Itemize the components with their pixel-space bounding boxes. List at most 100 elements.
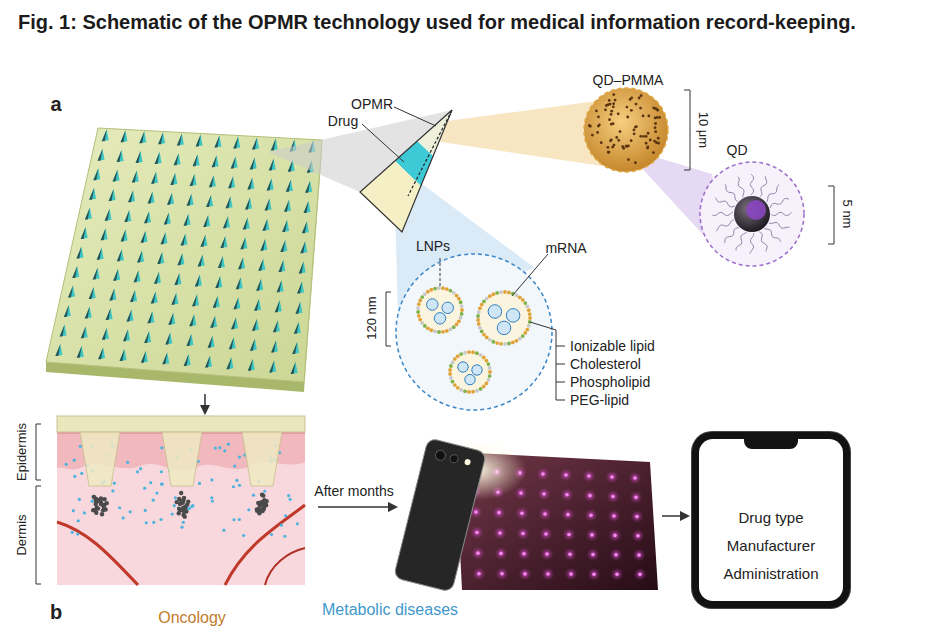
microneedle-shade xyxy=(236,277,241,289)
microneedle xyxy=(271,139,278,151)
microneedle-shade xyxy=(254,299,259,311)
microneedle-shade xyxy=(243,217,248,229)
microneedle xyxy=(254,299,261,311)
microneedle xyxy=(252,137,259,149)
microneedle-shade xyxy=(121,230,126,242)
lipid xyxy=(478,306,482,310)
microneedle-shade xyxy=(305,181,310,193)
leader-line xyxy=(440,258,441,286)
microneedle xyxy=(252,319,259,331)
drug-particle xyxy=(252,494,255,497)
microneedle xyxy=(128,190,135,202)
qd-deposits xyxy=(91,491,269,519)
microneedle xyxy=(273,320,280,332)
glow-halo xyxy=(587,511,595,519)
microneedle-shade xyxy=(240,237,245,249)
quantum-dot xyxy=(638,97,641,100)
glow-spot xyxy=(544,532,548,536)
microneedle-shade xyxy=(147,311,152,323)
glow-halo xyxy=(474,549,482,557)
glow-halo xyxy=(520,550,528,558)
glow-spot xyxy=(500,572,504,576)
lipid xyxy=(475,351,479,355)
quantum-dot xyxy=(619,130,622,133)
qd-deposit xyxy=(179,500,183,504)
qd-inset xyxy=(700,162,804,266)
microneedle-shade xyxy=(233,297,238,309)
microneedle xyxy=(269,159,276,171)
lipid xyxy=(499,290,503,294)
microneedle-shade xyxy=(93,168,98,180)
component-label: Phospholipid xyxy=(570,374,650,390)
glow-halo xyxy=(495,509,503,517)
lipid xyxy=(507,291,511,295)
microneedle-shade xyxy=(273,320,278,332)
microneedle-shade xyxy=(85,307,90,319)
drug-particle xyxy=(122,516,125,519)
glow-spot xyxy=(567,533,571,537)
drug-particle xyxy=(238,456,241,459)
lipid xyxy=(471,390,475,394)
layer-bracket xyxy=(36,486,41,584)
layer-label: Dermis xyxy=(15,514,30,555)
drug-particle xyxy=(77,519,80,522)
glow-spot xyxy=(613,534,617,538)
microneedle xyxy=(260,239,267,251)
needle-outline xyxy=(360,110,452,232)
ligand xyxy=(769,222,790,228)
panel-letter: a xyxy=(50,93,61,116)
leader-line xyxy=(512,254,548,296)
drug-particle xyxy=(161,483,164,486)
microneedle-shade xyxy=(210,316,215,328)
glow-spot xyxy=(566,513,570,517)
quantum-dot xyxy=(654,126,657,129)
mrna-cargo xyxy=(488,305,502,319)
microneedle-shade xyxy=(93,267,98,279)
quantum-dot xyxy=(654,117,657,120)
drug-particle xyxy=(173,504,176,507)
panel-letter: b xyxy=(50,601,62,624)
microneedle-shade xyxy=(113,169,118,181)
lipid xyxy=(480,303,484,307)
microneedle xyxy=(286,180,293,192)
microneedle-shade xyxy=(200,235,205,247)
microneedle xyxy=(184,214,191,226)
microneedle-shade xyxy=(151,291,156,303)
glow-halo xyxy=(518,509,526,517)
ligand xyxy=(738,177,744,198)
quantum-dot xyxy=(617,139,620,142)
glow-spot xyxy=(521,532,525,536)
lipid xyxy=(449,376,453,380)
lipid xyxy=(457,319,461,323)
screen-panel: Drug typeManufacturerAdministration xyxy=(699,439,843,601)
lipid xyxy=(523,331,527,335)
lipid xyxy=(449,327,453,331)
quantum-dot xyxy=(589,125,592,128)
microneedle-shade xyxy=(136,151,141,163)
microneedle-shade xyxy=(105,209,110,221)
microneedle xyxy=(165,332,172,344)
microneedle xyxy=(151,291,158,303)
microneedle-shade xyxy=(101,228,106,240)
microneedle-shade xyxy=(161,232,166,244)
glow-halo xyxy=(610,512,618,520)
inserted-needle xyxy=(162,432,202,486)
microneedle xyxy=(77,346,84,358)
quantum-dot xyxy=(614,99,617,102)
qd-deposit xyxy=(177,511,181,515)
lipid xyxy=(453,383,457,387)
glow-halo xyxy=(541,510,549,518)
mrna-cargo xyxy=(458,362,468,372)
lipid xyxy=(485,359,489,363)
inserted-needle xyxy=(242,432,282,486)
ligand xyxy=(771,212,792,215)
microneedle-shade xyxy=(151,172,156,184)
microneedle-shade xyxy=(205,356,210,368)
category-label: Oncology xyxy=(158,609,226,627)
drug-particle xyxy=(155,491,158,494)
glow-spot xyxy=(610,475,614,479)
lipid xyxy=(452,325,456,329)
leader-line xyxy=(394,107,436,126)
microneedle-shade xyxy=(85,207,90,219)
lipid xyxy=(471,350,475,354)
